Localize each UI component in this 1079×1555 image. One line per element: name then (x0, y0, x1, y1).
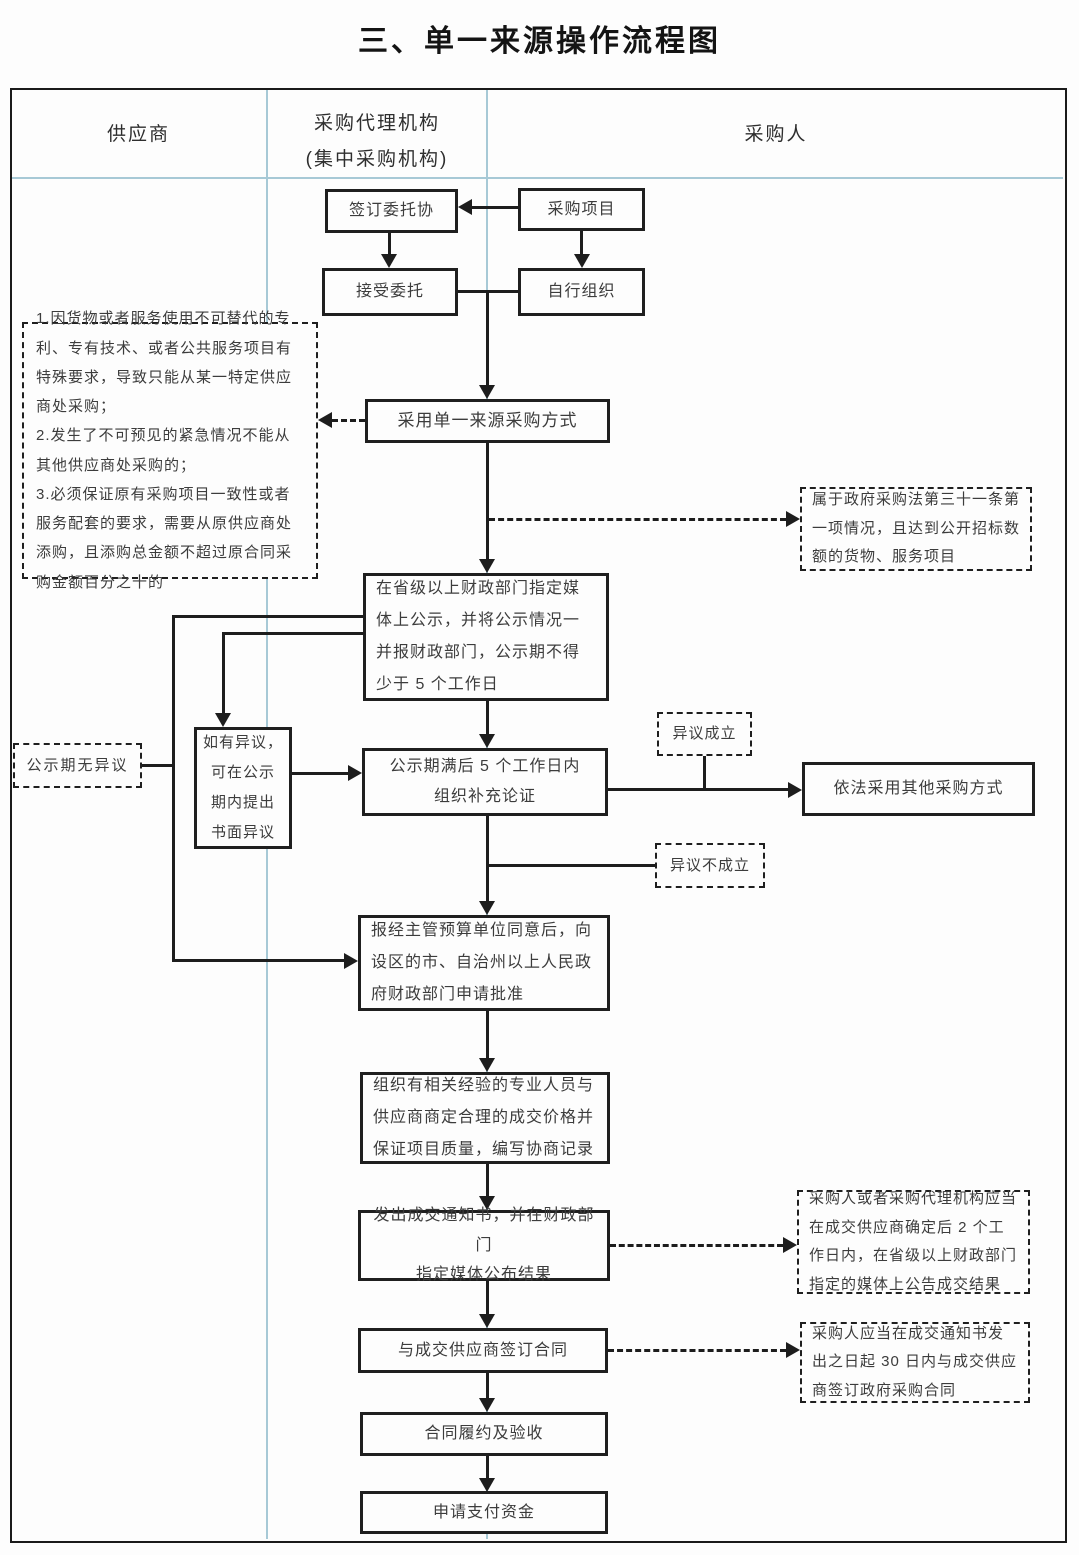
arrowhead-left-icon (458, 199, 472, 215)
arrowhead-down-icon (479, 559, 495, 573)
node-fulfill-acceptance: 合同履约及验收 (360, 1412, 608, 1456)
note-objection-invalid: 异议不成立 (655, 843, 765, 888)
flow-line (172, 615, 363, 618)
arrowhead-down-icon (479, 1058, 495, 1072)
node-supplement-demonstration: 公示期满后 5 个工作日内 组织补充论证 (362, 748, 608, 816)
arrowhead-down-icon (479, 734, 495, 748)
node-objection: 如有异议， 可在公示 期内提出 书面异议 (194, 727, 292, 849)
arrowhead-down-icon (479, 385, 495, 399)
flow-line (222, 632, 225, 713)
node-accept-entrust: 接受委托 (322, 268, 458, 316)
lane-label-supplier: 供应商 (106, 124, 170, 145)
note-single-source-reasons: 1.因货物或者服务使用不可替代的专利、专有技术、或者公共服务项目有特殊要求，导致… (22, 310, 318, 591)
flow-line (580, 230, 583, 254)
flow-line (222, 632, 363, 635)
note-objection-valid: 异议成立 (657, 712, 752, 756)
flow-line (608, 788, 788, 791)
flow-line-dashed (610, 1244, 783, 1247)
flow-line (486, 291, 489, 385)
arrowhead-down-icon (479, 1398, 495, 1412)
note-no-objection: 公示期无异议 (13, 743, 142, 788)
arrowhead-right-icon (786, 1342, 800, 1358)
node-other-method: 依法采用其他采购方式 (802, 762, 1035, 816)
node-approval: 报经主管预算单位同意后，向设区的市、自治州以上人民政府财政部门申请批准 (358, 915, 610, 1011)
flow-line-dashed (608, 1349, 786, 1352)
flow-line (486, 1372, 489, 1398)
node-publicity: 在省级以上财政部门指定媒体上公示，并将公示情况一并报财政部门，公示期不得少于 5… (363, 573, 609, 701)
node-sign-contract: 与成交供应商签订合同 (358, 1328, 608, 1373)
flow-line (486, 1455, 489, 1478)
arrowhead-down-icon (574, 254, 590, 268)
flow-line (291, 772, 348, 775)
arrowhead-down-icon (215, 713, 231, 727)
arrowhead-right-icon (788, 782, 802, 798)
node-award-notice: 发出成交通知书，并在财政部门 指定媒体公布结果 (358, 1207, 610, 1283)
flow-line (472, 206, 518, 209)
chart-frame (10, 88, 1067, 1543)
flow-line (486, 700, 489, 734)
arrowhead-down-icon (479, 1478, 495, 1492)
note-law-clause: 属于政府采购法第三十一条第一项情况，且达到公开招标数额的货物、服务项目 (800, 487, 1032, 571)
node-negotiate: 组织有相关经验的专业人员与供应商商定合理的成交价格并保证项目质量，编写协商记录 (360, 1072, 610, 1164)
node-sign-agreement: 签订委托协 (325, 189, 458, 233)
arrowhead-down-icon (479, 1196, 495, 1210)
header-divider (12, 177, 1063, 179)
arrowhead-down-icon (479, 901, 495, 915)
flow-line (142, 764, 174, 767)
flow-line-dashed (332, 419, 365, 422)
note-contract-30days-rule: 采购人应当在成交通知书发出之日起 30 日内与成交供应商签订政府采购合同 (800, 1322, 1030, 1403)
node-single-source-method: 采用单一来源采购方式 (365, 399, 610, 443)
lane-label-agency: 采购代理机构 (集中采购机构) (305, 113, 449, 171)
arrowhead-right-icon (344, 953, 358, 969)
flow-line (172, 959, 344, 962)
page-title: 三、单一来源操作流程图 (358, 25, 721, 58)
flow-line (486, 815, 489, 901)
arrowhead-right-icon (348, 765, 362, 781)
lane-label-purchaser: 采购人 (744, 124, 808, 145)
note-announce-rule: 采购人或者采购代理机构应当在成交供应商确定后 2 个工作日内，在省级以上财政部门… (797, 1190, 1030, 1294)
node-procurement-project: 采购项目 (518, 188, 645, 231)
flow-line (486, 1010, 489, 1058)
arrowhead-right-icon (786, 511, 800, 527)
flow-line (703, 756, 706, 790)
node-payment-request: 申请支付资金 (360, 1491, 608, 1534)
flow-line-dashed (489, 518, 786, 521)
flow-line (486, 442, 489, 559)
flow-line (388, 232, 391, 254)
node-self-organize: 自行组织 (518, 268, 645, 316)
flow-line (486, 1280, 489, 1314)
flow-line (486, 1163, 489, 1196)
arrowhead-right-icon (783, 1237, 797, 1253)
flow-line (172, 615, 175, 962)
arrowhead-down-icon (479, 1314, 495, 1328)
flow-line (489, 864, 655, 867)
arrowhead-left-icon (318, 412, 332, 428)
arrowhead-down-icon (381, 254, 397, 268)
